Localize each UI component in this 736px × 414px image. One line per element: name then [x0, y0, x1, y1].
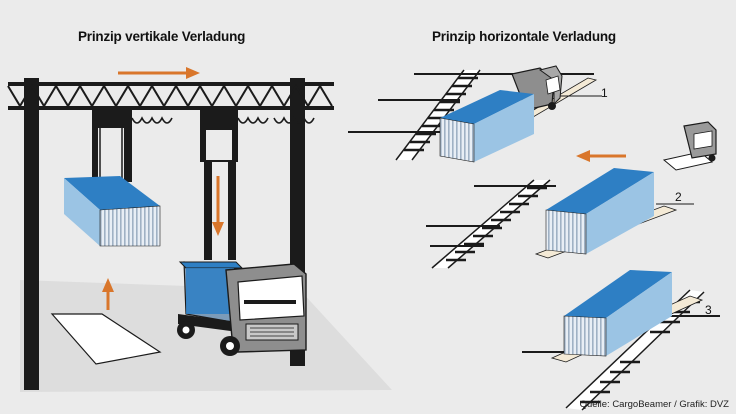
- track-1: [348, 69, 594, 161]
- right-crane-trolley: [200, 110, 238, 260]
- loading-platform: [50, 313, 162, 365]
- vertical-loading-title: Prinzip vertikale Verladung: [78, 29, 246, 44]
- track-2: [426, 179, 556, 269]
- horizontal-left-arrow: [576, 150, 626, 162]
- step-number-3: 3: [705, 303, 712, 317]
- horizontal-crane-arrow: [118, 67, 200, 79]
- horizontal-step-3: [522, 270, 720, 411]
- down-arrow: [212, 176, 224, 236]
- hanging-container: [64, 176, 161, 247]
- horizontal-step-2: [426, 168, 694, 269]
- truck: [177, 261, 307, 356]
- horizontal-step-1: [348, 65, 602, 163]
- step-number-2: 2: [675, 190, 682, 204]
- container-3: [563, 270, 672, 357]
- up-arrow: [102, 278, 114, 310]
- crane-truss-beam: [7, 82, 334, 110]
- container-1: [439, 90, 534, 163]
- vertical-loading-scene: [7, 67, 392, 392]
- source-credit: Quelle: CargoBeamer / Grafik: DVZ: [579, 399, 729, 410]
- step-number-1: 1: [601, 86, 608, 100]
- horizontal-loading-title: Prinzip horizontale Verladung: [432, 29, 616, 44]
- left-crane-trolley: [92, 110, 132, 182]
- small-truck-departing: [662, 121, 717, 171]
- container-2: [545, 168, 654, 255]
- crane-left-leg: [24, 78, 39, 390]
